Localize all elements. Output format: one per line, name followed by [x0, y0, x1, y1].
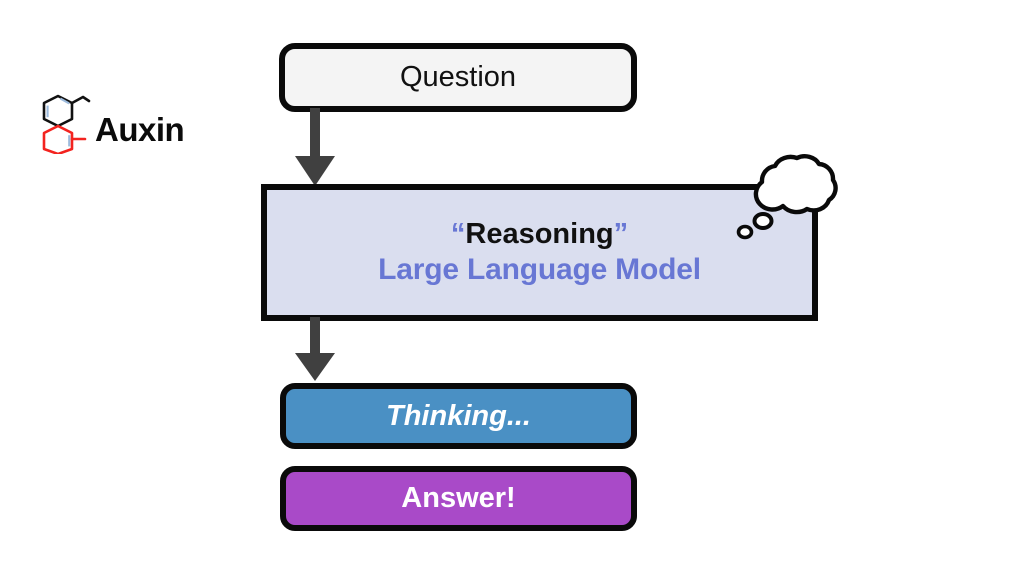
node-llm-primary-label: “Reasoning” [450, 217, 629, 251]
node-llm-secondary-label: Large Language Model [378, 253, 701, 287]
node-reasoning-llm[interactable]: “Reasoning” Large Language Model [261, 184, 818, 321]
quote-open: “ [450, 217, 466, 250]
node-llm-primary-word: Reasoning [465, 217, 614, 250]
auxin-molecule-icon [42, 94, 91, 154]
brand-name: Auxin [95, 111, 185, 148]
node-thinking-label: Thinking... [386, 399, 531, 432]
node-question-label: Question [399, 61, 517, 93]
node-thinking[interactable]: Thinking... [280, 383, 637, 449]
node-answer-label: Answer! [401, 482, 516, 514]
quote-close: ” [613, 217, 629, 250]
node-question[interactable]: Question [279, 43, 637, 112]
arrow-llm-to-thinking [295, 317, 335, 381]
arrow-question-to-llm [295, 108, 335, 186]
node-answer[interactable]: Answer! [280, 466, 637, 531]
brand-logo: Auxin [40, 92, 185, 154]
